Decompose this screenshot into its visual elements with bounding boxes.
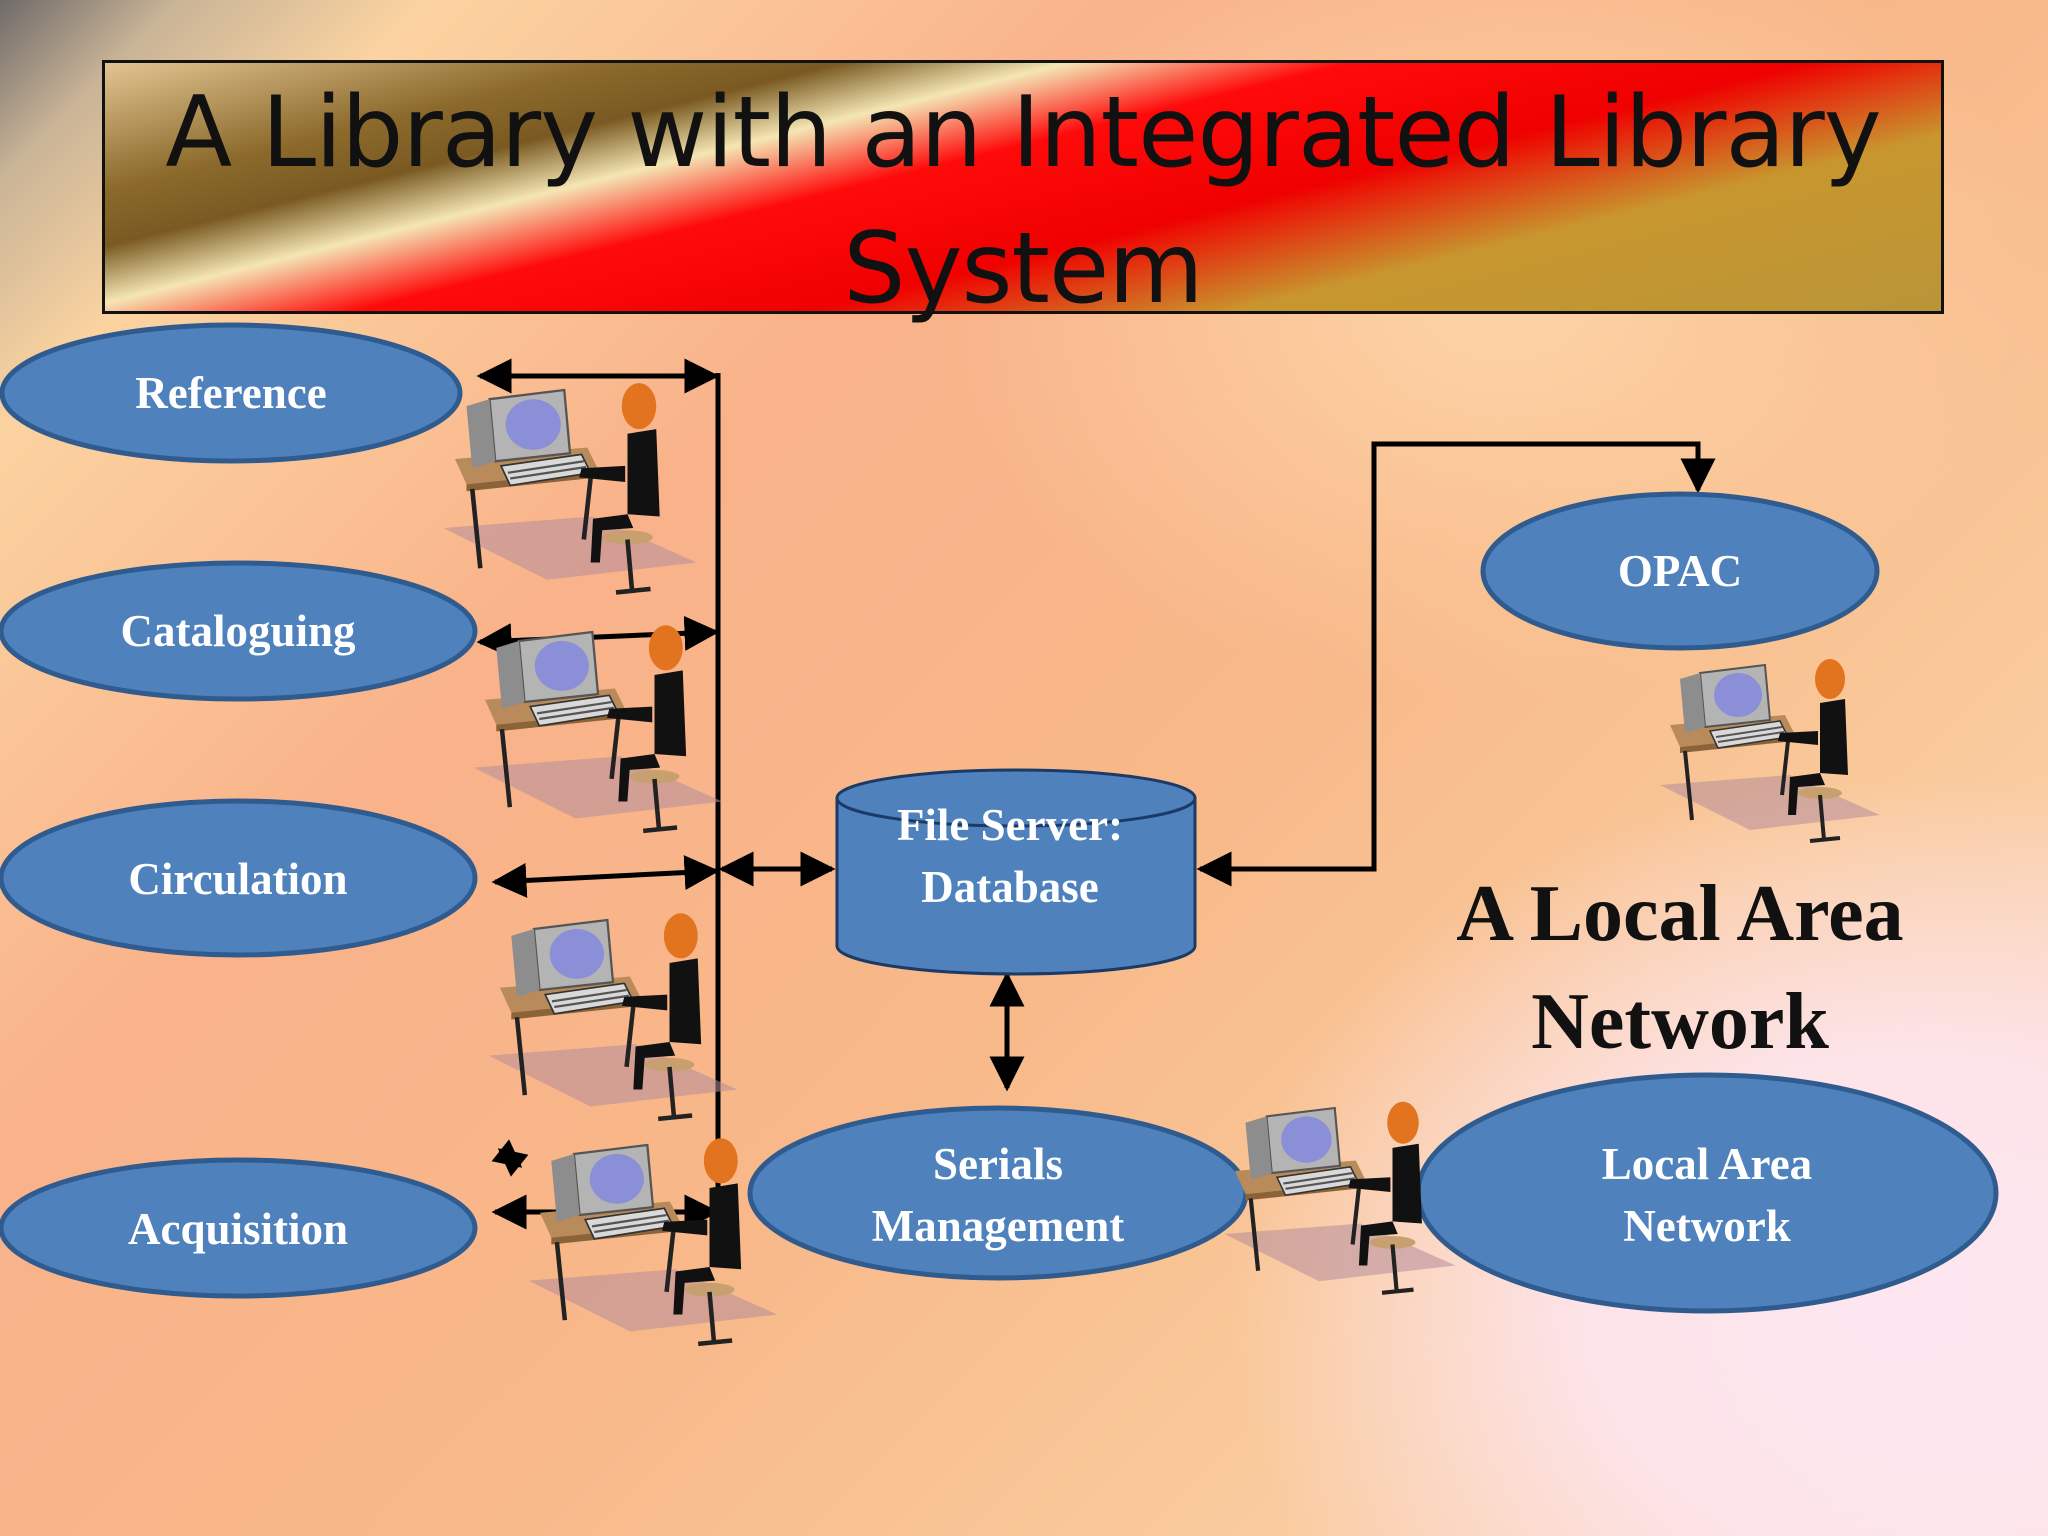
workstation-user-icon — [474, 625, 723, 831]
circulation-link — [491, 855, 720, 898]
workstation-user-icon — [489, 913, 738, 1119]
file-server-label: File Server: Database — [896, 800, 1124, 912]
lan-node-label: Local Area Network — [1601, 1139, 1813, 1251]
serials-label: Serials Management — [871, 1139, 1125, 1251]
reference-node — [0, 322, 463, 464]
acquisition-label: Acquisition — [127, 1204, 349, 1254]
stray-arrow-mark — [491, 1139, 529, 1177]
workstation-user-icon — [1225, 1102, 1456, 1293]
title-banner: A Library with an Integrated Library Sys… — [102, 60, 1944, 326]
acquisition-node — [0, 1157, 478, 1299]
opac-label: OPAC — [1617, 546, 1743, 596]
file-server-database-cylinder — [835, 768, 1197, 976]
workstation-user-icon — [1658, 657, 1882, 843]
workstation-user-icon — [529, 1138, 778, 1344]
cataloguing-label: Cataloguing — [120, 606, 356, 656]
lan-heading: A Local Area Network — [1456, 870, 1904, 1066]
page-title: A Library with an Integrated Library Sys… — [165, 76, 1881, 326]
reference-label: Reference — [135, 368, 327, 418]
nodes — [0, 322, 1999, 1314]
circulation-node — [0, 798, 478, 958]
server-to-opac-link — [1196, 441, 1716, 887]
cataloguing-node — [0, 560, 478, 702]
circulation-label: Circulation — [128, 854, 348, 904]
workstation-user-icon — [444, 383, 697, 592]
opac-node — [1480, 491, 1880, 651]
